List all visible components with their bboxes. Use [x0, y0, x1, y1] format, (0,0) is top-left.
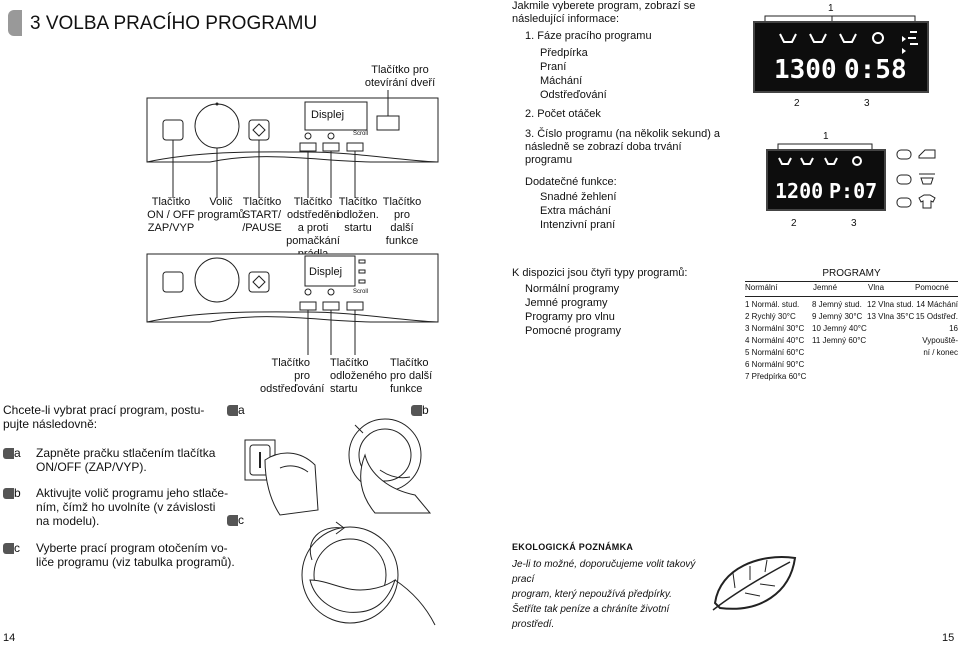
figure-a-marker [227, 405, 238, 416]
figure-c-dial-turn [301, 521, 436, 626]
display2-digits-right: P:07 [829, 179, 877, 203]
display-label-bottom: Displej [309, 266, 343, 278]
page-number-right: 15 [942, 632, 955, 644]
display2-marker-3: 3 [851, 218, 857, 229]
step-a-key: a [14, 446, 21, 460]
eco-leaf-icon [712, 556, 797, 611]
header-wool: Vlna [868, 283, 885, 292]
figure-a-label: a [238, 403, 245, 417]
page-number-left: 14 [3, 632, 16, 644]
display2-digits-left: 1200 [775, 179, 823, 203]
display1-lcd: 1300 0:58 [753, 21, 929, 93]
column-wool: 12 Vlna stud.13 Vlna 35°C [867, 300, 915, 321]
display-label-top: Displej [311, 109, 345, 121]
display2-lcd: 1200 P:07 [766, 149, 886, 211]
step-c-key: c [14, 541, 20, 555]
display2-extra-buttons [896, 149, 936, 209]
figure-b-dial-press [348, 418, 432, 514]
programs-table: PROGRAMY Normální Jemné Vlna Pomocné 1 N… [745, 268, 958, 381]
step-b-text: Aktivujte volič programu jeho stlače-ním… [36, 486, 229, 528]
door-button-caption: Tlačítko pro otevírání dveří [364, 64, 436, 89]
eco-note-title: EKOLOGICKÁ POZNÁMKA [512, 542, 634, 552]
section-title: 3 VOLBA PRACÍHO PROGRAMU [30, 13, 318, 34]
info-item-1: 1. Fáze pracího programu [525, 30, 652, 42]
header-normal: Normální [745, 283, 778, 292]
program-types-title: K dispozici jsou čtyři typy programů: [512, 267, 688, 279]
info-item-2: 2. Počet otáček [525, 108, 601, 120]
step-c-marker [3, 543, 14, 554]
display2-bracket [777, 143, 873, 152]
step-b-key: b [14, 486, 21, 500]
eco-note-text: Je-li to možné, doporučujeme volit takov… [512, 559, 696, 630]
extra-functions-title: Dodatečné funkce: [525, 176, 617, 188]
control-panel-bottom [146, 253, 439, 355]
figure-c-marker [227, 515, 238, 526]
display2-marker-2: 2 [791, 218, 797, 229]
header-aux: Pomocné [915, 283, 949, 292]
programs-table-title: PROGRAMY [822, 268, 881, 279]
display1-marker-2: 2 [794, 98, 800, 109]
figure-c-label: c [238, 513, 244, 527]
display1-digits-left: 1300 [774, 55, 837, 85]
display1-digits-right: 0:58 [844, 55, 907, 85]
section-title-bar [8, 10, 22, 36]
scroll-label-bottom: Scroll [353, 289, 369, 295]
display1-marker-3: 3 [864, 98, 870, 109]
display1-marker-1: 1 [828, 3, 834, 14]
display2-marker-1: 1 [823, 131, 829, 142]
figure-b-marker [411, 405, 422, 416]
step-a-marker [3, 448, 14, 459]
figure-b-label: b [422, 403, 429, 417]
figure-a-onoff-press [244, 439, 319, 516]
step-c-text: Vyberte prací program otočením vo-liče p… [36, 541, 235, 569]
scroll-label-top: Scroll [353, 131, 369, 137]
howto-intro: Chcete-li vybrat prací program, postu-pu… [3, 403, 205, 431]
header-gentle: Jemné [813, 283, 838, 292]
control-panel-top [146, 90, 439, 198]
step-b-marker [3, 488, 14, 499]
